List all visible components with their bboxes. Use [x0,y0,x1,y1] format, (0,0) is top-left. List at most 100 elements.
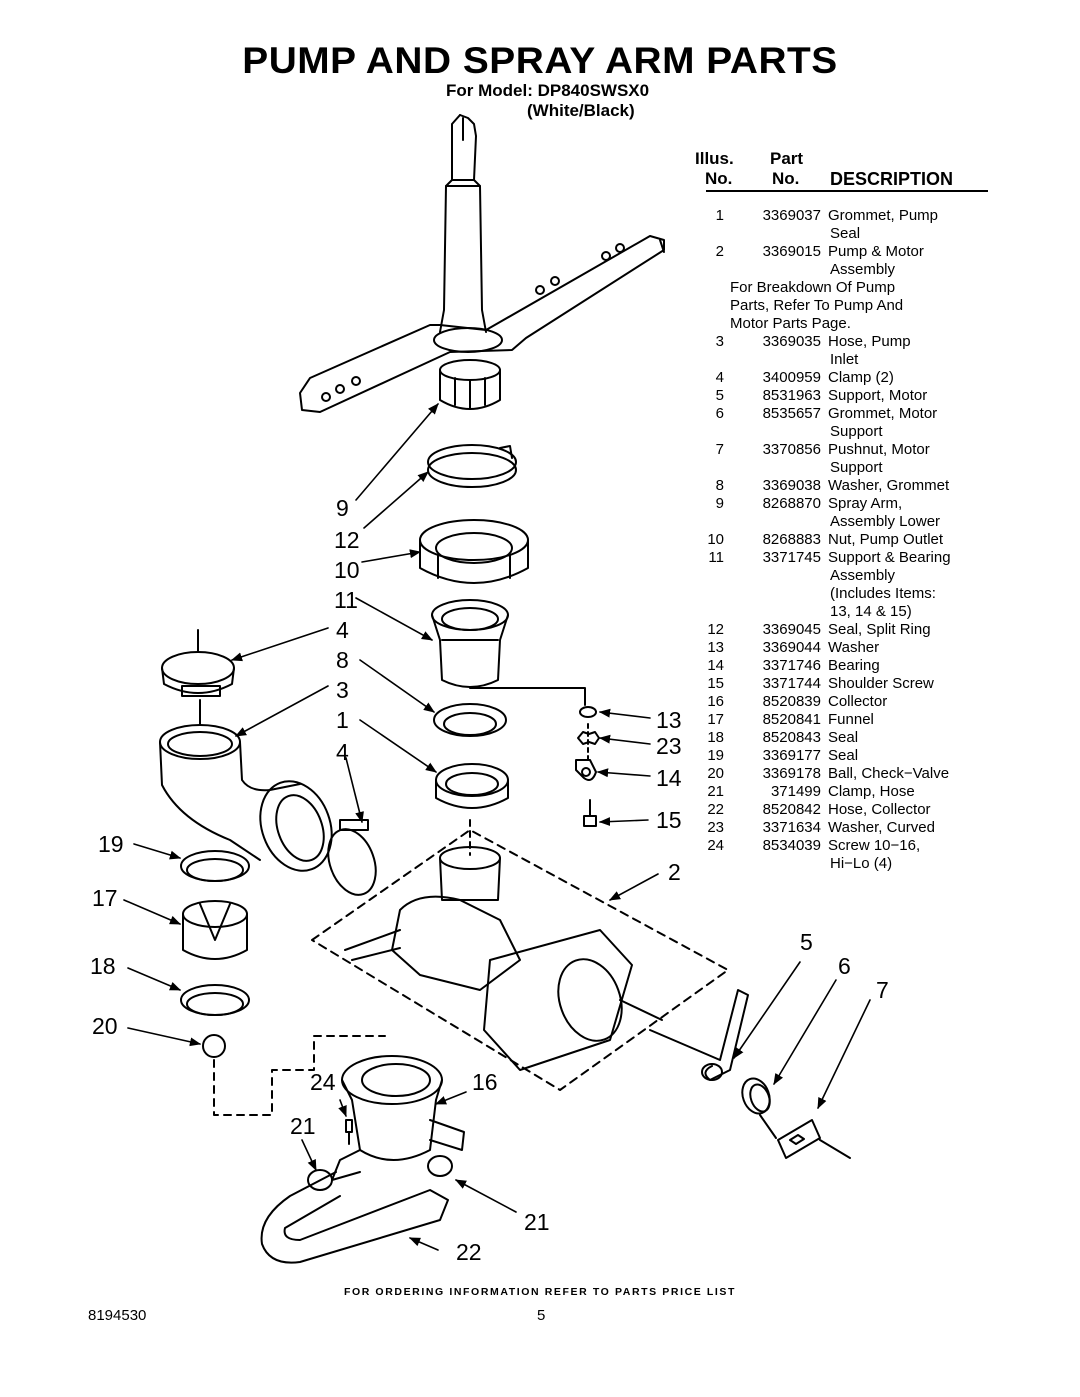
header-rule [706,190,988,192]
hose-clamp-right-part [427,1155,453,1177]
part-description: Assembly [830,567,896,584]
illus-number: 18 [707,729,724,746]
part-description: Pump & Motor [828,243,924,260]
part-description: Seal [828,729,859,746]
part-number: 3369035 [762,333,821,350]
part-number: 8531963 [762,387,821,404]
callout-15: 15 [656,807,682,833]
spray-arm-part [299,114,665,413]
header-illus: Illus. [695,149,734,168]
part-description: Grommet, Pump [828,207,939,224]
illus-number: 6 [715,405,724,422]
callout-20: 20 [92,1013,118,1039]
part-number: 3370856 [762,441,821,458]
part-number: 3371746 [762,657,821,674]
washer-small-part [579,706,597,718]
illus-number: 21 [707,783,724,800]
part-number: 8520843 [762,729,821,746]
motor-support-part [649,989,749,1081]
motor-grommet-part [741,1077,771,1115]
clamp-part [161,629,235,697]
document-number: 8194530 [88,1307,147,1324]
illus-number: 19 [707,747,724,764]
part-description: Bearing [828,657,880,674]
breakdown-note: Parts, Refer To Pump And [730,297,904,314]
outlet-nut-part [419,519,529,584]
part-description: Support [830,423,883,440]
header-part-no: No. [772,169,800,188]
breakdown-note: Motor Parts Page. [730,315,851,332]
callout-5: 5 [800,929,813,955]
part-description: Seal [830,225,861,242]
illus-number: 9 [715,495,724,512]
part-description: Grommet, Motor [828,405,938,422]
part-number: 3369038 [762,477,821,494]
part-number: 8520839 [762,693,821,710]
callout-12: 12 [334,527,360,553]
illus-number: 2 [715,243,724,260]
illus-number: 5 [715,387,724,404]
part-description: Washer, Grommet [828,477,950,494]
header-illus-no: No. [705,169,733,188]
part-description: Hose, Pump [828,333,911,350]
part-number: 3369045 [762,621,821,638]
callout-8: 8 [336,647,349,673]
callout-3: 3 [336,677,349,703]
callout-1: 1 [336,707,349,733]
callout-10: 10 [334,557,360,583]
part-number: 8520842 [762,801,821,818]
model-line: For Model: DP840SWSX0 [446,81,650,100]
callout-4-lower: 4 [336,739,349,765]
part-number: 8268883 [762,531,821,548]
callout-16: 16 [472,1069,498,1095]
part-number: 371499 [770,783,821,800]
callout-24: 24 [310,1069,336,1095]
shoulder-screw-part [583,799,597,827]
page-title: PUMP AND SPRAY ARM PARTS [242,40,838,81]
ordering-note: FOR ORDERING INFORMATION REFER TO PARTS … [343,1286,737,1298]
part-description: Support [830,459,883,476]
callout-4-top: 4 [336,617,349,643]
part-number: 8268870 [762,495,821,512]
illus-number: 17 [707,711,724,728]
color-line: (White/Black) [527,101,635,120]
part-number: 3371744 [762,675,821,692]
callout-6: 6 [838,953,851,979]
part-description: Clamp, Hose [828,783,915,800]
callout-18: 18 [90,953,116,979]
callout-21-left: 21 [290,1113,316,1139]
part-number: 3371634 [762,819,821,836]
part-description: (Includes Items: [830,585,936,602]
part-description: Assembly [830,261,896,278]
illus-number: 16 [707,693,724,710]
header-part: Part [770,149,804,168]
callout-7: 7 [876,977,889,1003]
part-number: 3369177 [762,747,821,764]
part-description: Seal, Split Ring [828,621,931,638]
callout-23: 23 [656,733,682,759]
illus-number: 14 [707,657,724,674]
support-bearing-part [431,599,586,706]
callout-2: 2 [668,859,681,885]
illus-number: 20 [707,765,724,782]
part-number: 3369037 [762,207,821,224]
part-description: Washer [828,639,880,656]
part-number: 3369015 [762,243,821,260]
part-number: 3400959 [762,369,821,386]
screw-part [345,1119,353,1145]
illus-number: 7 [715,441,724,458]
part-description: Hose, Collector [828,801,931,818]
part-description: Seal [828,747,859,764]
illus-number: 3 [715,333,724,350]
illus-number: 12 [707,621,724,638]
part-number: 3371745 [762,549,821,566]
collector-part [331,1055,465,1181]
part-description: 13, 14 & 15) [830,603,912,620]
header-description: DESCRIPTION [830,169,954,189]
part-description: Screw 10−16, [828,837,921,854]
illus-number: 4 [715,369,724,386]
part-description: Spray Arm, [828,495,903,512]
illus-number: 11 [708,549,724,566]
part-number: 3369044 [762,639,821,656]
